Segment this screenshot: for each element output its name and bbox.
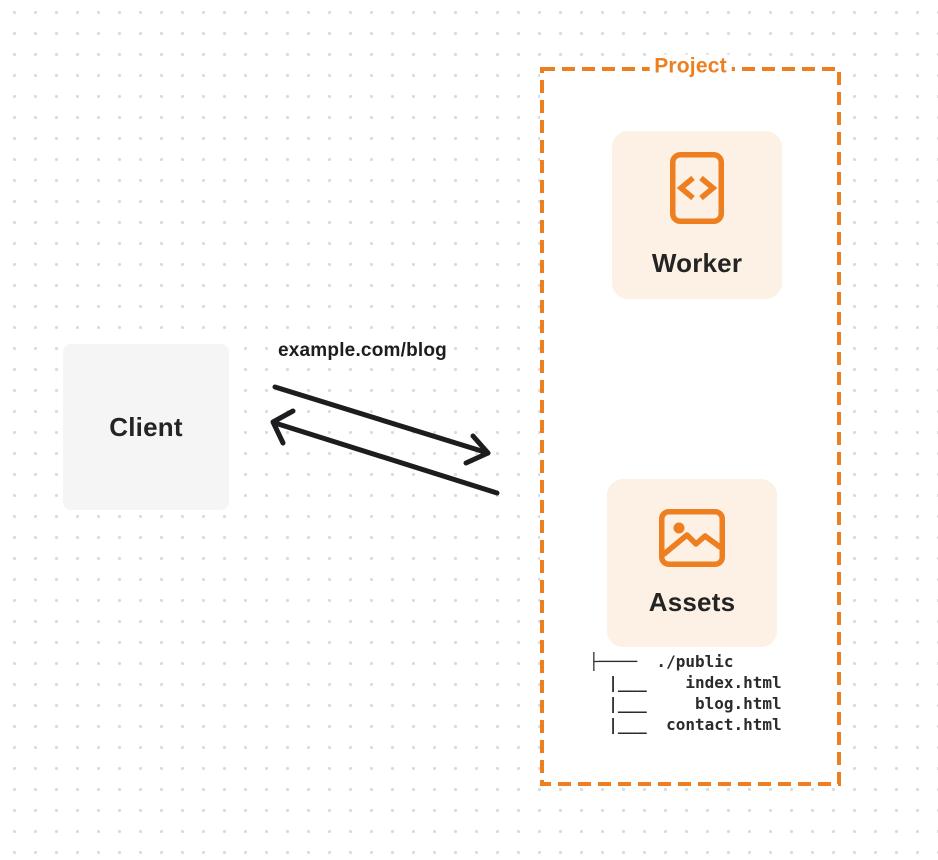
file-tree-line-public: ├──── ./public	[589, 652, 734, 671]
file-tree-line-index: |___ index.html	[589, 673, 782, 692]
project-boundary: Project Worker Assets ├──── ./public |__…	[540, 54, 841, 786]
assets-label: Assets	[648, 586, 736, 617]
file-tree-line-contact: |___ contact.html	[589, 715, 782, 734]
request-url-label: example.com/blog	[278, 340, 447, 361]
response-arrow-icon	[270, 408, 500, 496]
request-arrow-icon	[272, 384, 491, 466]
client-label: Client	[109, 411, 183, 442]
file-tree-line-blog: |___ blog.html	[589, 694, 782, 713]
client-node: Client	[63, 344, 229, 510]
assets-node: Assets	[607, 479, 777, 647]
code-file-icon	[670, 151, 724, 224]
project-label: Project	[649, 54, 732, 79]
worker-node: Worker	[612, 131, 782, 299]
assets-file-tree: ├──── ./public |___ index.html |___ blog…	[589, 651, 782, 735]
image-icon	[659, 508, 725, 567]
worker-label: Worker	[651, 247, 743, 278]
